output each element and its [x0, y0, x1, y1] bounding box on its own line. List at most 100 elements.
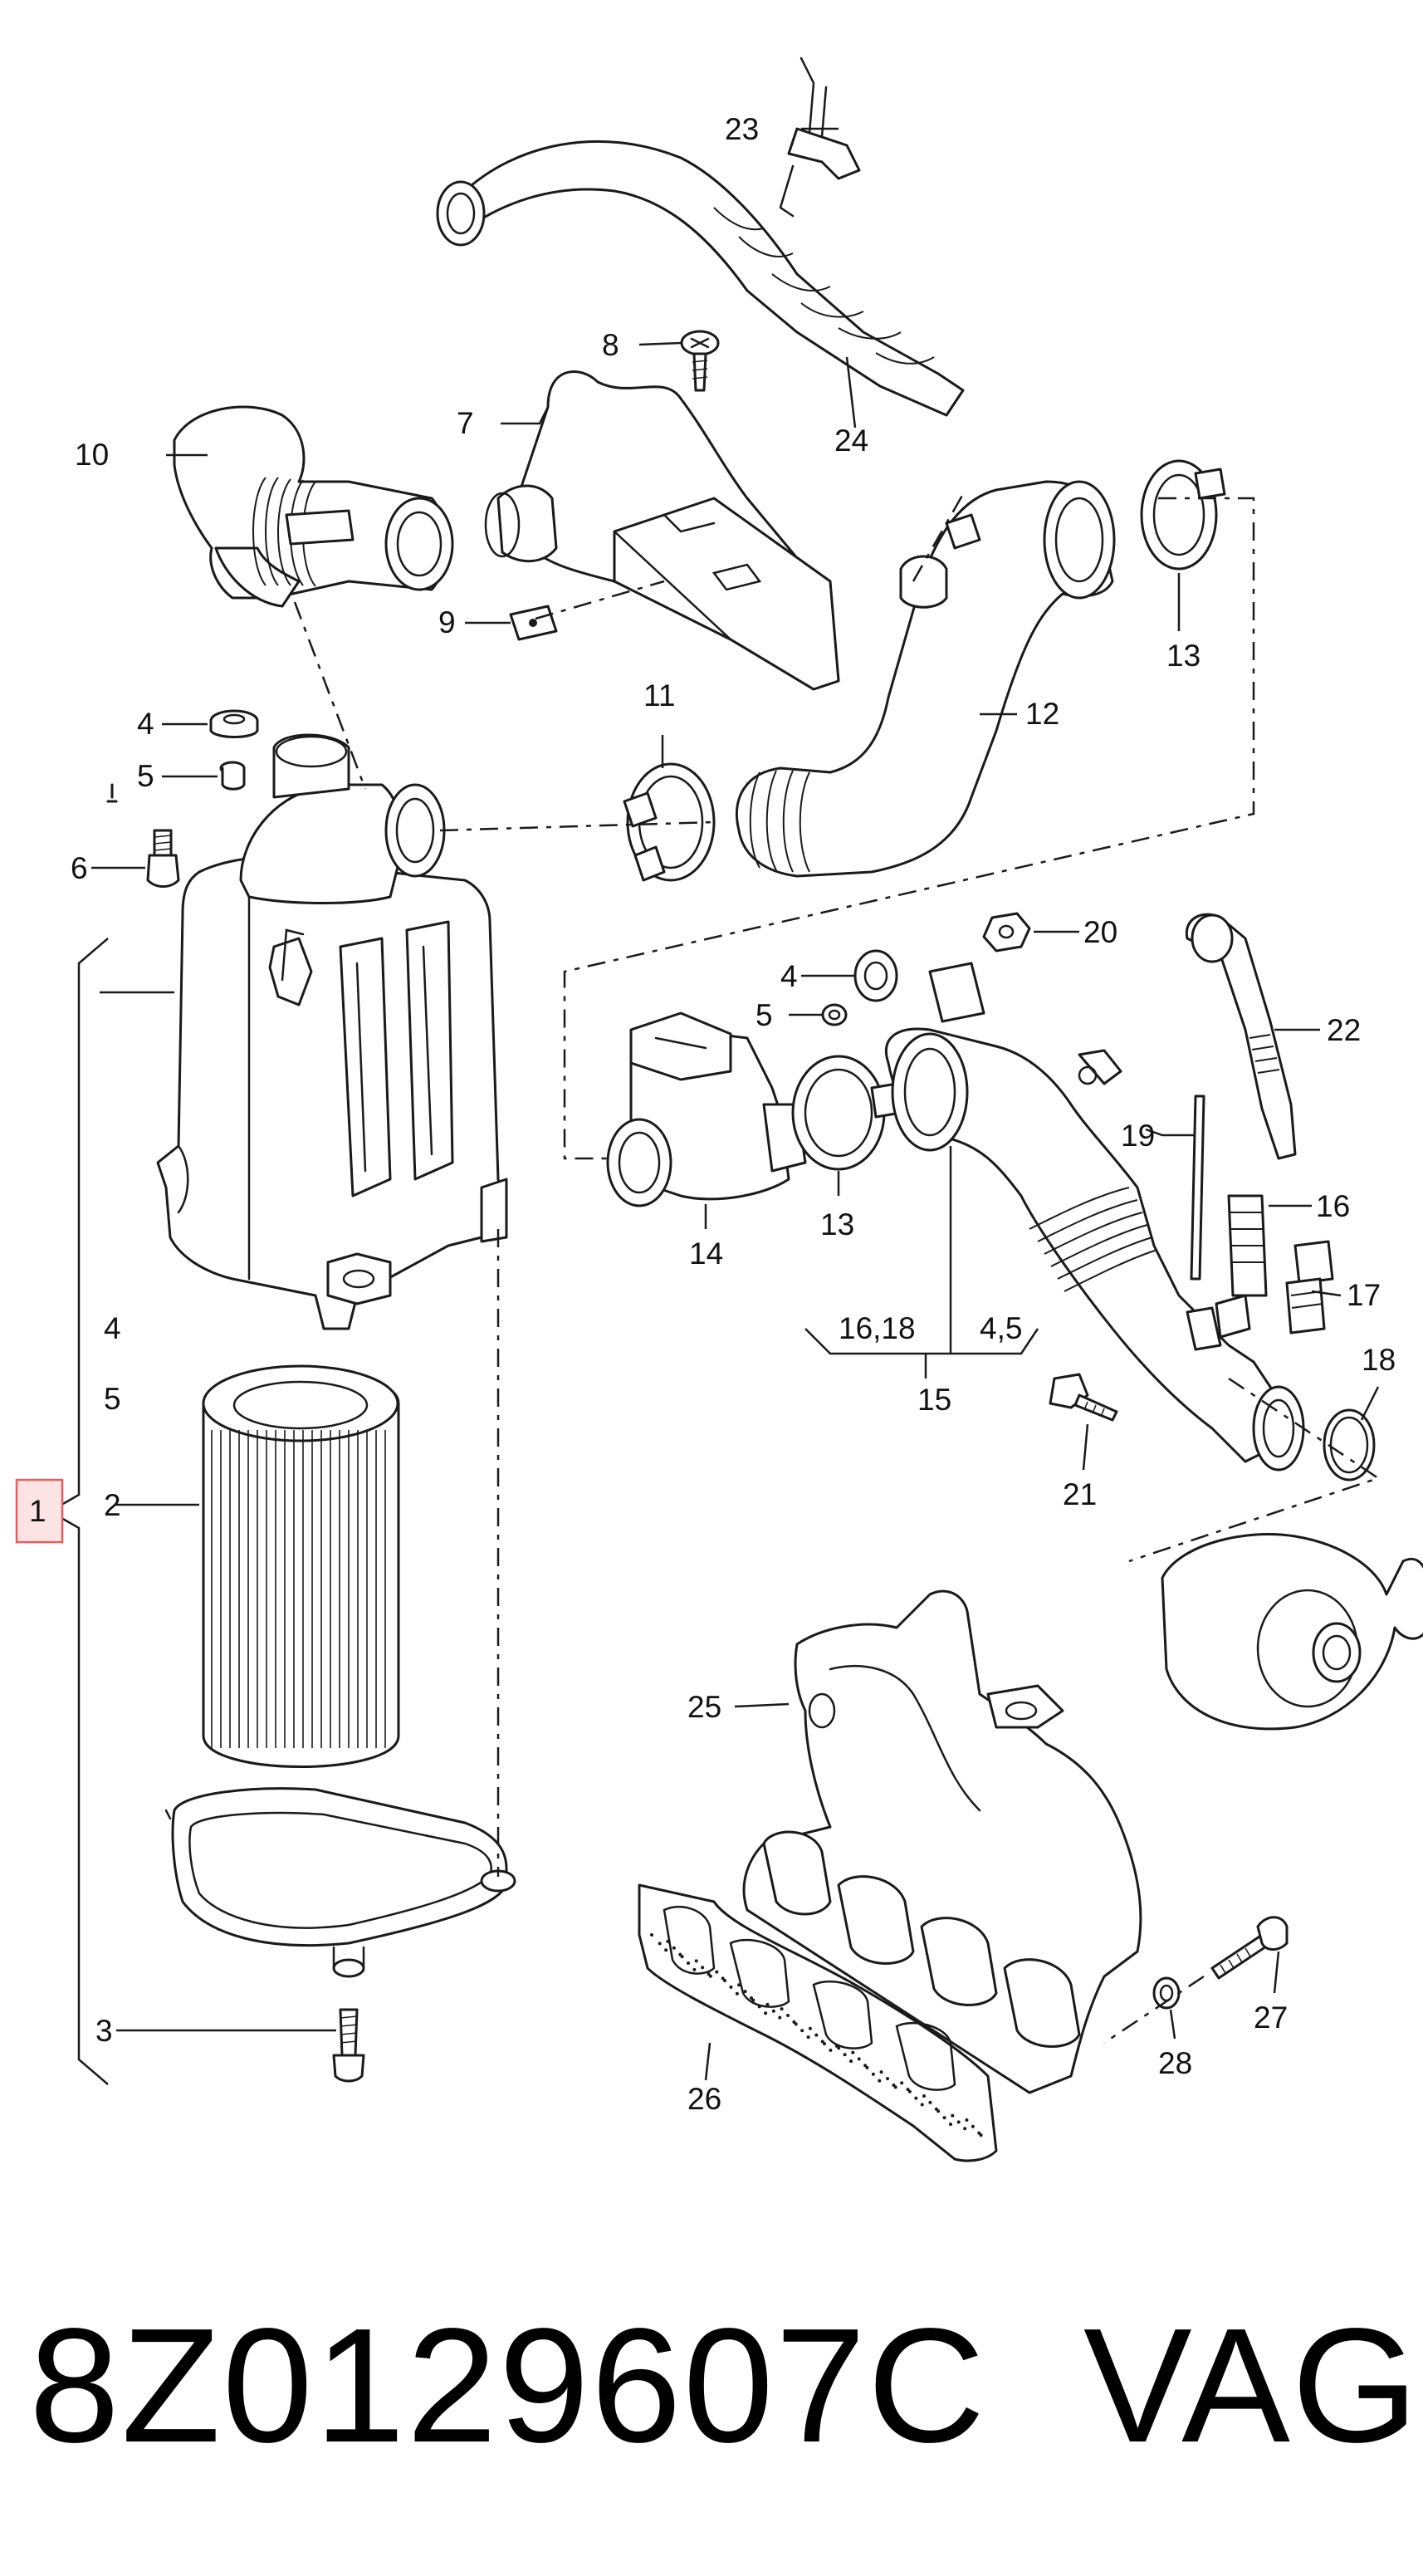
- air-filter-housing-lower: [164, 1787, 516, 1978]
- gasket-stipple: [771, 2009, 775, 2013]
- gasket-stipple: [694, 1959, 698, 1963]
- gasket-stipple: [737, 1983, 741, 1987]
- gasket-stipple: [743, 1990, 747, 1994]
- gasket-stipple: [678, 1952, 682, 1956]
- callout-1: 1: [29, 1494, 46, 1528]
- gasket-stipple: [942, 2116, 946, 2120]
- gasket-stipple: [857, 2057, 861, 2061]
- turbo-inlet-pipe: [885, 962, 1305, 1472]
- gasket-stipple: [723, 1979, 726, 1982]
- gasket-stipple: [808, 2026, 812, 2030]
- gasket-stipple: [721, 1976, 725, 1981]
- callout-8: 8: [602, 328, 619, 362]
- gasket-stipple: [977, 2131, 981, 2135]
- gasket-stipple: [906, 2088, 910, 2092]
- callout-4-5: 4,5: [980, 1311, 1022, 1345]
- gasket-stipple: [800, 2029, 804, 2033]
- callout-22: 22: [1327, 1013, 1361, 1047]
- gasket-stipple: [936, 2109, 941, 2113]
- callout-21: 21: [1063, 1477, 1097, 1511]
- gasket-stipple: [863, 2064, 868, 2068]
- exhaust-manifold-25: [742, 1589, 1142, 2094]
- callout-25: 25: [687, 1690, 721, 1724]
- callout-1-highlight: [15, 1478, 64, 1544]
- o-ring-18: [1323, 1408, 1376, 1481]
- stud-27: [1210, 1916, 1289, 1980]
- gasket-stipple: [701, 1966, 705, 1970]
- callout-6: 6: [71, 851, 88, 885]
- gasket-stipple: [692, 1967, 697, 1971]
- part-number: 8Z0129607C: [29, 2294, 986, 2476]
- gasket-stipple: [878, 2079, 882, 2083]
- valve-17: [1285, 1240, 1334, 1335]
- gasket-stipple: [708, 1974, 712, 1978]
- gasket-stipple: [650, 1933, 653, 1937]
- gasket-stipple: [879, 2070, 883, 2074]
- callout-labels: 23 24 8 7 10 9 11 12 13 4 5 6 20 4 5 22 …: [15, 112, 1396, 2116]
- bolt-21: [1049, 1373, 1118, 1422]
- gasket-stipple: [757, 2005, 761, 2009]
- callout-5-left: 5: [104, 1382, 121, 1416]
- screw-3: [332, 2008, 365, 2083]
- callout-10: 10: [75, 438, 109, 472]
- filter-element-2: [202, 1364, 400, 1768]
- callout-23: 23: [725, 112, 759, 146]
- callout-11: 11: [643, 678, 675, 713]
- gasket-stipple: [886, 2077, 889, 2080]
- brand-name: VAG: [1083, 2294, 1420, 2476]
- grommet-4-top: [209, 709, 259, 738]
- air-filter-housing-upper: [106, 733, 508, 1330]
- gasket-stipple: [829, 2048, 833, 2052]
- callout-28: 28: [1158, 2046, 1192, 2080]
- callout-14: 14: [689, 1237, 723, 1271]
- callout-15: 15: [917, 1383, 951, 1417]
- gasket-stipple: [672, 1946, 676, 1950]
- gasket-stipple: [814, 2033, 819, 2037]
- gasket-stipple: [834, 2044, 839, 2048]
- callout-24: 24: [834, 424, 868, 458]
- hose-clamp-13-top: [1140, 459, 1226, 571]
- callout-2: 2: [104, 1488, 121, 1522]
- gasket-stipple: [765, 2002, 770, 2006]
- gasket-stipple: [680, 1955, 684, 1959]
- callout-13-top: 13: [1166, 639, 1201, 673]
- nut-20: [982, 912, 1031, 953]
- turbocharger: [1161, 1533, 1423, 1731]
- breather-hose-24: [436, 140, 965, 417]
- gasket-stipple: [806, 2035, 810, 2040]
- clip-9: [509, 605, 558, 641]
- gasket-stipple: [965, 2118, 969, 2122]
- callout-16: 16: [1316, 1189, 1350, 1223]
- bolt-6: [146, 829, 180, 888]
- air-mass-meter-14: [606, 1011, 807, 1207]
- hose-clamp-13-middle: [791, 1055, 902, 1171]
- gasket-stipple: [949, 2123, 952, 2126]
- caption: 8Z0129607C VAG: [29, 2294, 1420, 2476]
- callout-27: 27: [1254, 2001, 1288, 2035]
- gasket-stipple: [666, 1939, 670, 1943]
- gasket-stipple: [871, 2072, 875, 2076]
- gasket-stipple: [956, 2120, 961, 2124]
- callout-17: 17: [1347, 1278, 1381, 1312]
- gasket-stipple: [922, 2094, 926, 2098]
- gasket-stipple: [751, 1998, 756, 2002]
- bushing-5-right: [821, 1003, 848, 1026]
- gasket-stipple: [750, 1996, 753, 2000]
- callout-4-left: 4: [104, 1311, 121, 1345]
- callout-12: 12: [1025, 697, 1059, 731]
- gasket-stipple: [951, 2113, 955, 2118]
- callout-7: 7: [457, 406, 474, 440]
- gasket-stipple: [920, 2103, 924, 2107]
- gasket-stipple: [715, 1970, 719, 1974]
- callout-16-18: 16,18: [839, 1311, 916, 1345]
- breather-pipe-22: [1185, 913, 1297, 1160]
- gasket-stipple: [928, 2100, 932, 2104]
- gasket-stipple: [786, 2014, 790, 2017]
- gasket-stipple: [849, 2059, 853, 2063]
- gasket-stipple: [764, 2011, 768, 2015]
- gasket-stipple: [820, 2040, 824, 2044]
- assembly-lines: [293, 493, 1381, 2045]
- callout-20: 20: [1083, 915, 1117, 949]
- gasket-stipple: [893, 2085, 897, 2089]
